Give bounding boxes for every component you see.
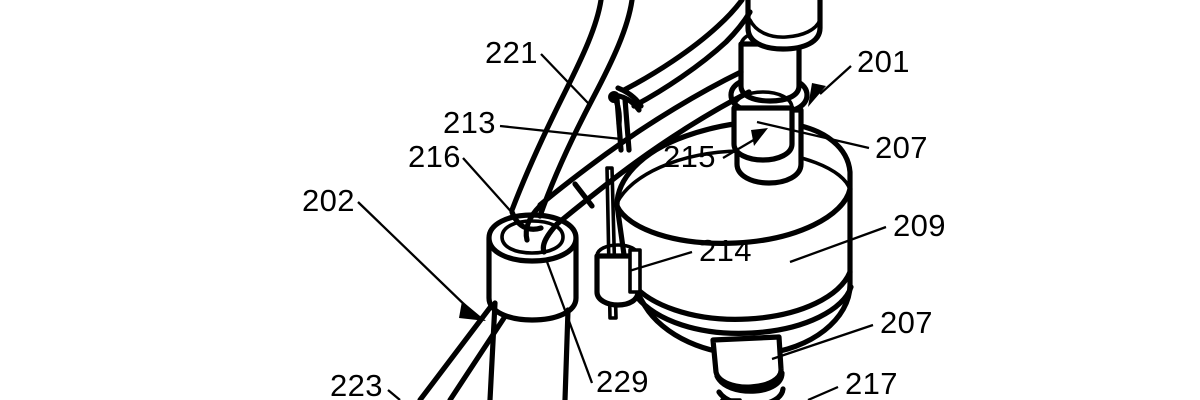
tube-221-right-edge bbox=[537, 0, 635, 219]
cap-top-cylinder bbox=[745, 0, 823, 52]
arrowhead-202 bbox=[459, 301, 486, 321]
leader-215 bbox=[722, 137, 758, 159]
outlet-upper-section bbox=[710, 334, 784, 390]
leader-216 bbox=[462, 157, 516, 217]
leader-207-bottom bbox=[771, 323, 874, 361]
stand-tube-left-edge bbox=[487, 300, 498, 400]
cap-top-cylinder-rim bbox=[748, 18, 822, 39]
tube-lower-213 bbox=[523, 69, 752, 255]
outlet-thread-ring-1 bbox=[714, 370, 785, 394]
callout-label-209: 209 bbox=[893, 208, 946, 243]
callout-layer: 221 213 216 202 229 223 201 207 215 214 … bbox=[302, 35, 946, 400]
tube-213-lower-edge bbox=[554, 89, 752, 227]
bracket-upper-arm-bottom bbox=[631, 9, 753, 109]
arrowhead-201 bbox=[808, 83, 826, 107]
bracket-arm-lower bbox=[616, 93, 642, 113]
callout-label-207-bottom: 207 bbox=[880, 305, 933, 340]
leader-209 bbox=[789, 225, 887, 264]
stand-tube-right-edge bbox=[562, 307, 571, 400]
leg-223-diagonal-inner bbox=[447, 315, 507, 400]
clamp-tab bbox=[628, 248, 642, 294]
leader-207-top bbox=[756, 120, 870, 150]
callout-label-221: 221 bbox=[485, 35, 538, 70]
callout-label-223: 223 bbox=[330, 368, 383, 400]
tube-213-upper-edge bbox=[537, 69, 744, 208]
leader-201 bbox=[819, 65, 852, 95]
leader-214 bbox=[628, 250, 693, 273]
leader-202 bbox=[357, 201, 471, 311]
callout-label-229: 229 bbox=[596, 364, 649, 399]
leader-223 bbox=[387, 389, 401, 400]
bracket-upper-arm-top bbox=[621, 0, 745, 93]
tube-clip-bracket bbox=[608, 0, 753, 153]
callout-label-201: 201 bbox=[857, 44, 910, 79]
vessel-lower-band-lower bbox=[633, 284, 854, 336]
vessel-top-rim-front bbox=[614, 186, 853, 246]
clamp-block-214 bbox=[594, 166, 642, 320]
arrowhead-215 bbox=[751, 128, 768, 146]
vessel-lower-band-upper bbox=[626, 269, 853, 322]
callout-label-213: 213 bbox=[443, 105, 496, 140]
bracket-stem bbox=[614, 96, 624, 153]
lower-outlet-217 bbox=[710, 334, 786, 400]
callout-label-214: 214 bbox=[699, 233, 752, 268]
tube-221-left-edge bbox=[509, 0, 604, 213]
callout-label-215: 215 bbox=[663, 139, 716, 174]
leader-213 bbox=[499, 124, 622, 141]
leader-221 bbox=[540, 53, 589, 104]
tube-213-end-right bbox=[540, 221, 560, 255]
cap-upper-neck bbox=[738, 41, 802, 104]
tube-213-end-left bbox=[523, 203, 543, 243]
bracket-stem-2 bbox=[622, 96, 632, 153]
callout-label-202: 202 bbox=[302, 183, 355, 218]
stand-tube-202 bbox=[417, 300, 571, 400]
bracket-pivot-dot bbox=[608, 91, 621, 103]
tube-213-ferrule-band bbox=[572, 181, 595, 209]
leg-223-diagonal bbox=[417, 302, 495, 400]
callout-label-217: 217 bbox=[845, 366, 898, 400]
callout-label-207-top: 207 bbox=[875, 130, 928, 165]
callout-label-216: 216 bbox=[408, 139, 461, 174]
leader-217 bbox=[807, 385, 839, 400]
clamp-body bbox=[594, 253, 641, 308]
leader-229 bbox=[544, 258, 594, 384]
